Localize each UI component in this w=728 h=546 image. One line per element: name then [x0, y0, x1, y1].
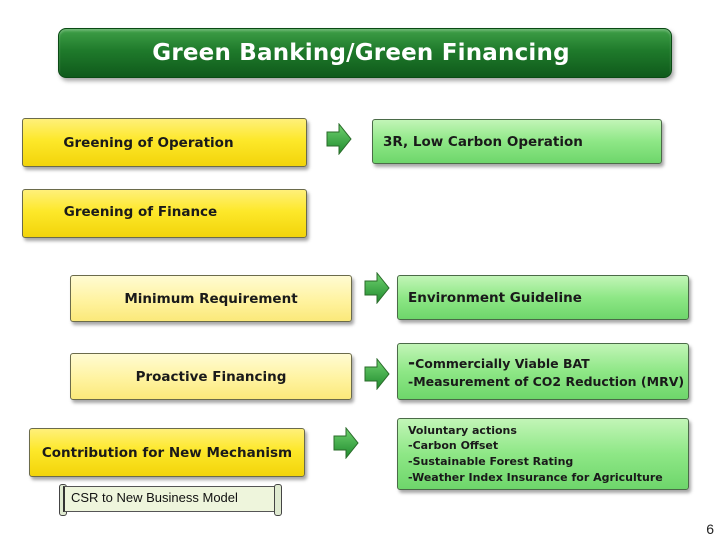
- proactive-outcome-dash: -: [408, 353, 416, 374]
- proactive-outcome-item: -Commercially Viable BAT: [408, 353, 590, 374]
- proactive-outcome-item: -Measurement of CO2 Reduction (MRV): [408, 374, 685, 390]
- scroll-curl-right: [274, 484, 282, 516]
- csr-note-scroll: CSR to New Business Model: [59, 482, 282, 516]
- proactive-financing-box: Proactive Financing: [70, 353, 352, 400]
- right-arrow-icon: [364, 272, 390, 304]
- environment-guideline-box: Environment Guideline: [397, 275, 689, 320]
- voluntary-item: -Sustainable Forest Rating: [408, 455, 574, 468]
- csr-note-text: CSR to New Business Model: [71, 490, 238, 505]
- voluntary-item: Voluntary actions: [408, 423, 517, 437]
- voluntary-actions-box: Voluntary actions -Carbon Offset -Sustai…: [397, 418, 689, 490]
- title-banner: Green Banking/Green Financing: [58, 28, 672, 78]
- minimum-requirement-box: Minimum Requirement: [70, 275, 352, 322]
- page-title: Green Banking/Green Financing: [152, 40, 570, 66]
- minimum-requirement-label: Minimum Requirement: [124, 290, 298, 307]
- proactive-financing-label: Proactive Financing: [135, 368, 287, 385]
- contribution-box: Contribution for New Mechanism: [29, 428, 305, 477]
- voluntary-item: -Weather Index Insurance for Agriculture: [408, 470, 663, 484]
- greening-of-operation-box: Greening of Operation: [22, 118, 307, 167]
- low-carbon-operation-box: 3R, Low Carbon Operation: [372, 119, 662, 164]
- page-number: 6: [706, 521, 714, 537]
- voluntary-item: -Carbon Offset: [408, 439, 499, 453]
- low-carbon-operation-label: 3R, Low Carbon Operation: [383, 133, 583, 150]
- right-arrow-icon: [326, 123, 352, 155]
- greening-of-finance-label: Greening of Finance: [63, 203, 218, 220]
- greening-of-finance-box: Greening of Finance: [22, 189, 307, 238]
- environment-guideline-label: Environment Guideline: [408, 289, 582, 306]
- contribution-label: Contribution for New Mechanism: [41, 444, 293, 461]
- greening-of-operation-label: Greening of Operation: [63, 134, 234, 151]
- right-arrow-icon: [333, 427, 359, 459]
- proactive-outcomes-box: -Commercially Viable BAT -Measurement of…: [397, 343, 689, 400]
- right-arrow-icon: [364, 358, 390, 390]
